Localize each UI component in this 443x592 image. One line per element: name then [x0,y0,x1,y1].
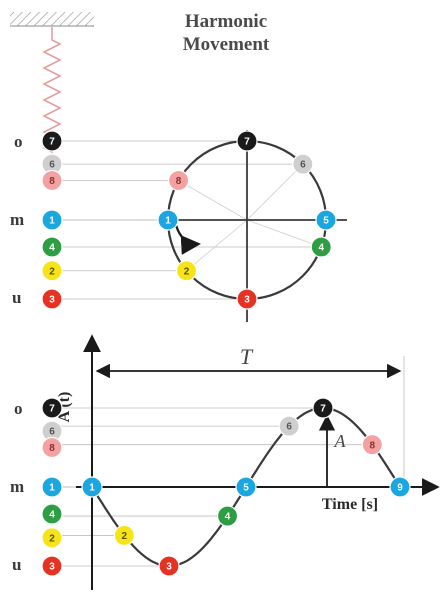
circle-marker-4: 4 [310,236,332,258]
spring-marker-7: 7 [41,130,63,152]
wave-marker-7: 7 [312,397,334,419]
amplitude-symbol: A [334,431,347,451]
wave-marker-6: 6 [278,415,300,437]
svg-text:2: 2 [49,533,55,544]
svg-text:8: 8 [49,176,55,187]
wave-marker-1: 1 [81,476,103,498]
svg-text:1: 1 [89,483,95,494]
circle-marker-3: 3 [236,288,258,310]
ceiling-hatch [10,12,94,26]
spring-marker-4: 4 [41,236,63,258]
svg-text:8: 8 [176,176,182,187]
graph-level-markers: 7 6 8 1 4 2 3 [41,397,63,577]
svg-text:7: 7 [320,404,326,415]
level-marker-4: 4 [41,503,63,525]
svg-text:3: 3 [49,562,55,573]
spring-marker-3: 3 [41,288,63,310]
level-label-bottom-graph: u [12,555,21,574]
svg-text:6: 6 [49,160,55,171]
svg-text:7: 7 [244,137,250,148]
svg-text:4: 4 [49,243,55,254]
level-label-top: o [14,132,23,151]
spring-marker-2: 2 [41,260,63,282]
svg-text:3: 3 [166,562,172,573]
level-label-middle: m [10,210,24,229]
svg-text:5: 5 [243,483,249,494]
level-marker-2: 2 [41,527,63,549]
circle-marker-8: 8 [167,169,190,192]
svg-text:1: 1 [49,483,55,494]
circle-marker-1: 1 [157,209,179,231]
svg-text:4: 4 [225,512,231,523]
svg-text:8: 8 [369,440,375,451]
wave-marker-4: 4 [216,505,239,527]
level-marker-8: 8 [41,436,63,459]
wave-marker-9: 9 [389,476,411,498]
svg-text:4: 4 [49,510,55,521]
svg-text:4: 4 [318,243,324,254]
x-axis-label: Time [s] [322,496,378,513]
circle-marker-6: 6 [292,153,314,175]
rotation-direction-arrow [174,224,201,255]
svg-text:8: 8 [49,443,55,454]
level-marker-3: 3 [41,555,63,577]
title-line-2: Movement [183,34,270,55]
level-marker-1: 1 [41,476,63,498]
svg-text:6: 6 [300,160,306,171]
y-axis-label: A (t) [56,392,73,423]
wave-marker-8: 8 [361,434,383,456]
level-label-top-graph: o [14,399,23,418]
title-line-1: Harmonic [185,11,267,32]
graph-guides [52,356,405,567]
spring-markers: 7 6 8 1 4 2 3 [41,130,63,310]
spring-marker-1: 1 [41,209,63,231]
svg-text:3: 3 [244,295,250,306]
level-marker-7: 7 [41,397,63,419]
svg-text:2: 2 [184,266,190,277]
circle-markers: 7 6 8 1 5 4 2 3 [157,130,337,310]
level-label-bottom: u [12,288,21,307]
level-label-middle-graph: m [10,477,24,496]
svg-text:1: 1 [49,216,55,227]
spring-marker-8: 8 [41,169,63,192]
svg-text:7: 7 [49,137,55,148]
svg-text:2: 2 [49,266,55,277]
period-symbol: T [240,344,254,369]
circle-marker-7: 7 [236,130,258,152]
svg-text:6: 6 [286,422,292,433]
circle-marker-2: 2 [175,260,198,282]
wave-marker-3: 3 [158,555,180,577]
svg-text:5: 5 [323,216,329,227]
svg-text:2: 2 [122,531,128,542]
wave-marker-5: 5 [235,476,257,498]
svg-text:6: 6 [49,427,55,438]
graph-markers: 1 2 3 4 5 6 7 8 9 [81,397,411,577]
svg-text:9: 9 [397,483,403,494]
wave-marker-2: 2 [113,524,135,547]
svg-text:1: 1 [165,216,171,227]
circle-marker-5: 5 [315,209,337,231]
svg-text:3: 3 [49,295,55,306]
svg-text:7: 7 [49,404,55,415]
